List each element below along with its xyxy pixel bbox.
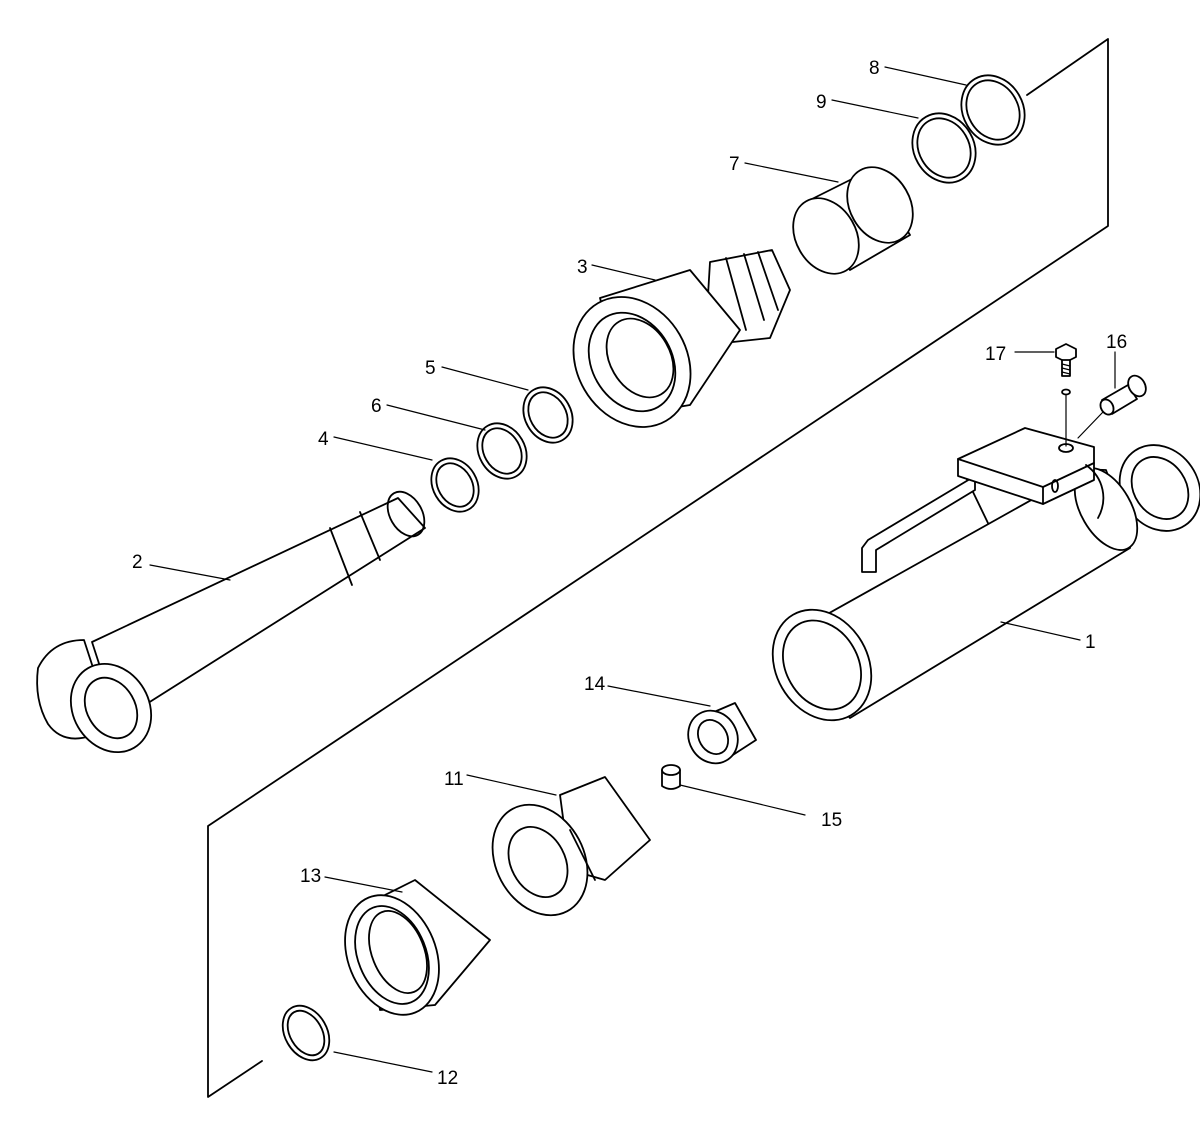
- part-1-cylinder-tube: [771, 427, 1200, 722]
- callout-3: 3: [577, 257, 588, 278]
- part-9-ring: [911, 112, 977, 184]
- part-5-ring: [522, 386, 574, 444]
- callout-labels: 1 2 3 4 5 6 7 8 9 11 12 13 14 15 16 17: [132, 58, 1127, 1089]
- callout-7: 7: [729, 154, 740, 175]
- callout-16: 16: [1106, 332, 1127, 353]
- part-17-bolt: [1055, 343, 1077, 396]
- callout-8: 8: [869, 58, 880, 79]
- part-8-ring: [960, 74, 1026, 146]
- leader-lines: [149, 66, 1116, 1073]
- callout-5: 5: [425, 358, 436, 379]
- part-12-ring: [281, 1004, 331, 1062]
- part-4-ring: [430, 457, 480, 513]
- callout-6: 6: [371, 396, 382, 417]
- part-15-pin: [661, 764, 681, 790]
- panel-outline: [207, 38, 1109, 1098]
- callout-11: 11: [444, 769, 464, 790]
- callout-15: 15: [821, 810, 842, 831]
- part-13-sleeve: [344, 879, 491, 1016]
- callout-9: 9: [816, 92, 827, 113]
- part-11-piston: [491, 776, 651, 917]
- part-7-piston: [792, 166, 914, 275]
- part-3-cylinder-head: [572, 249, 791, 428]
- part-16-fitting: [1099, 374, 1147, 416]
- callout-1: 1: [1085, 632, 1096, 653]
- callout-12: 12: [437, 1068, 458, 1089]
- callout-14: 14: [584, 674, 606, 695]
- callout-2: 2: [132, 552, 143, 573]
- part-6-ring: [476, 422, 528, 480]
- callout-17: 17: [985, 344, 1006, 365]
- part-2-piston-rod: [36, 490, 426, 754]
- callout-4: 4: [318, 429, 329, 450]
- part-14-bushing: [687, 702, 757, 765]
- callout-13: 13: [300, 866, 321, 887]
